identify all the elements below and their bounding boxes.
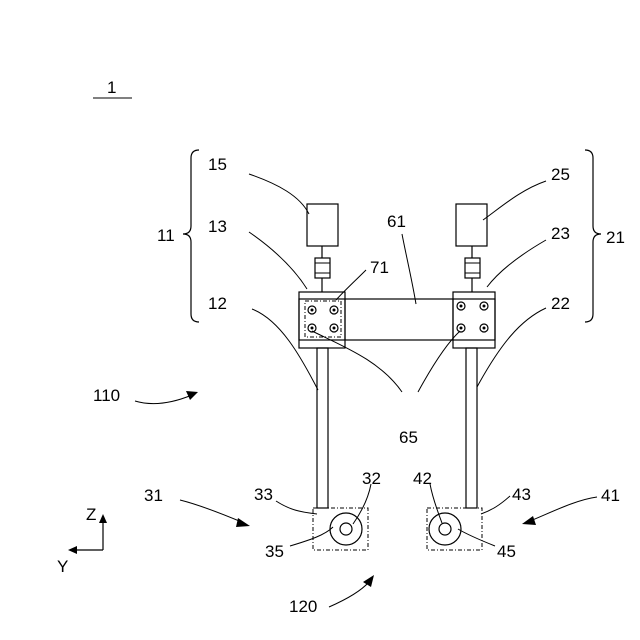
coupling-right <box>465 258 480 278</box>
label-unit-right: 41 <box>601 486 620 505</box>
axis-y-arrow <box>68 546 77 554</box>
label-beam: 61 <box>387 212 406 231</box>
leader-13 <box>249 232 307 289</box>
label-motor-right: 25 <box>551 165 570 184</box>
axis-z-label: Z <box>86 505 96 524</box>
label-assembly-upper: 110 <box>93 386 120 405</box>
leader-23 <box>487 240 546 287</box>
label-bolts: 65 <box>399 428 418 447</box>
leader-71 <box>336 270 366 300</box>
axis-z-arrow <box>99 514 107 523</box>
right-brace <box>585 150 601 322</box>
label-coupling-right: 23 <box>551 224 570 243</box>
arrow-31 <box>180 500 244 523</box>
label-roller-left: 32 <box>362 469 381 488</box>
label-wheel-left: 35 <box>265 542 284 561</box>
lead-screw-right <box>466 348 477 508</box>
leader-61 <box>402 234 416 304</box>
leader-42 <box>430 484 442 523</box>
arrow-41 <box>530 497 597 521</box>
label-group-right: 21 <box>606 228 625 247</box>
label-screw-right: 22 <box>551 294 570 313</box>
label-unit-left: 31 <box>144 486 163 505</box>
arrow-110 <box>135 395 192 404</box>
coupling-left <box>315 258 330 278</box>
motor-left <box>307 204 338 246</box>
leader-35 <box>290 527 333 546</box>
bolts-left <box>308 306 338 332</box>
leader-12 <box>252 309 318 390</box>
leader-33 <box>276 501 317 514</box>
leader-15 <box>249 174 309 214</box>
label-wheel-right: 45 <box>497 542 516 561</box>
label-bolt-group: 71 <box>370 258 389 277</box>
label-motor-left: 15 <box>208 155 227 174</box>
motor-right <box>456 204 487 246</box>
label-group-left: 11 <box>157 226 175 245</box>
label-base-right: 43 <box>512 485 531 504</box>
leader-25 <box>483 181 546 220</box>
leader-43 <box>481 496 510 514</box>
lead-screw-left <box>317 348 328 508</box>
label-base-left: 33 <box>254 485 273 504</box>
leader-45 <box>458 529 495 546</box>
label-roller-right: 42 <box>413 469 432 488</box>
label-screw-left: 12 <box>208 294 227 313</box>
beam <box>299 299 495 340</box>
bolts-right <box>457 302 488 332</box>
roller-right <box>439 523 451 535</box>
wheel-right <box>429 513 461 545</box>
label-device: 1 <box>107 78 116 97</box>
left-brace <box>183 150 199 322</box>
base-right <box>427 508 482 550</box>
axis-y-label: Y <box>57 557 68 576</box>
arrow-120 <box>329 582 369 607</box>
label-coupling-left: 13 <box>208 217 227 236</box>
roller-left <box>340 523 352 535</box>
label-assembly-lower: 120 <box>289 597 317 616</box>
